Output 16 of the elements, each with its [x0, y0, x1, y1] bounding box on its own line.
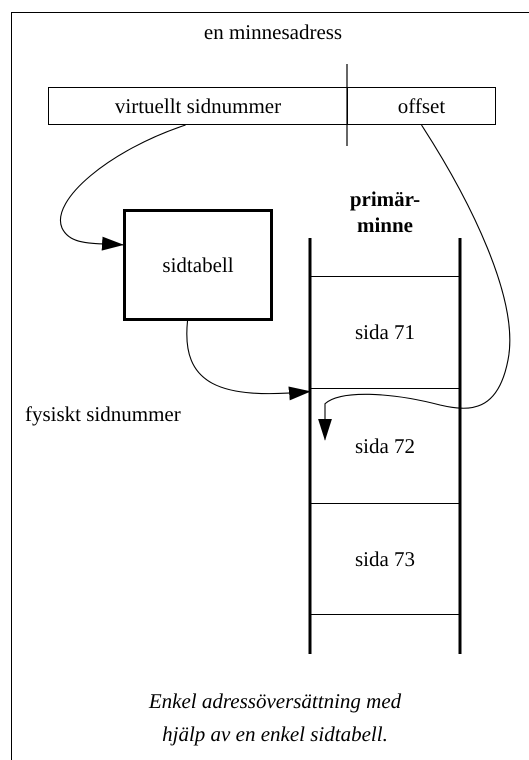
caption: Enkel adressöversättning med hjälp av en enkel sidtabell.	[148, 688, 402, 748]
address-field	[347, 87, 496, 125]
column-heading: primär-minne	[348, 186, 422, 238]
node-label: sida 72	[354, 434, 416, 458]
node-label: sida 73	[354, 546, 416, 572]
node-label: offset	[398, 94, 446, 118]
node-label: sidtabell	[162, 252, 234, 278]
address-field	[48, 87, 347, 125]
node-label: virtuellt sidnummer	[114, 94, 282, 118]
diagram-title: en minnesadress	[202, 20, 344, 44]
process-box	[123, 209, 273, 321]
arrow	[186, 320, 311, 400]
memory-page	[310, 503, 460, 615]
arrow	[318, 124, 510, 441]
node-label: sida 71	[354, 320, 416, 345]
arrow	[60, 124, 186, 251]
